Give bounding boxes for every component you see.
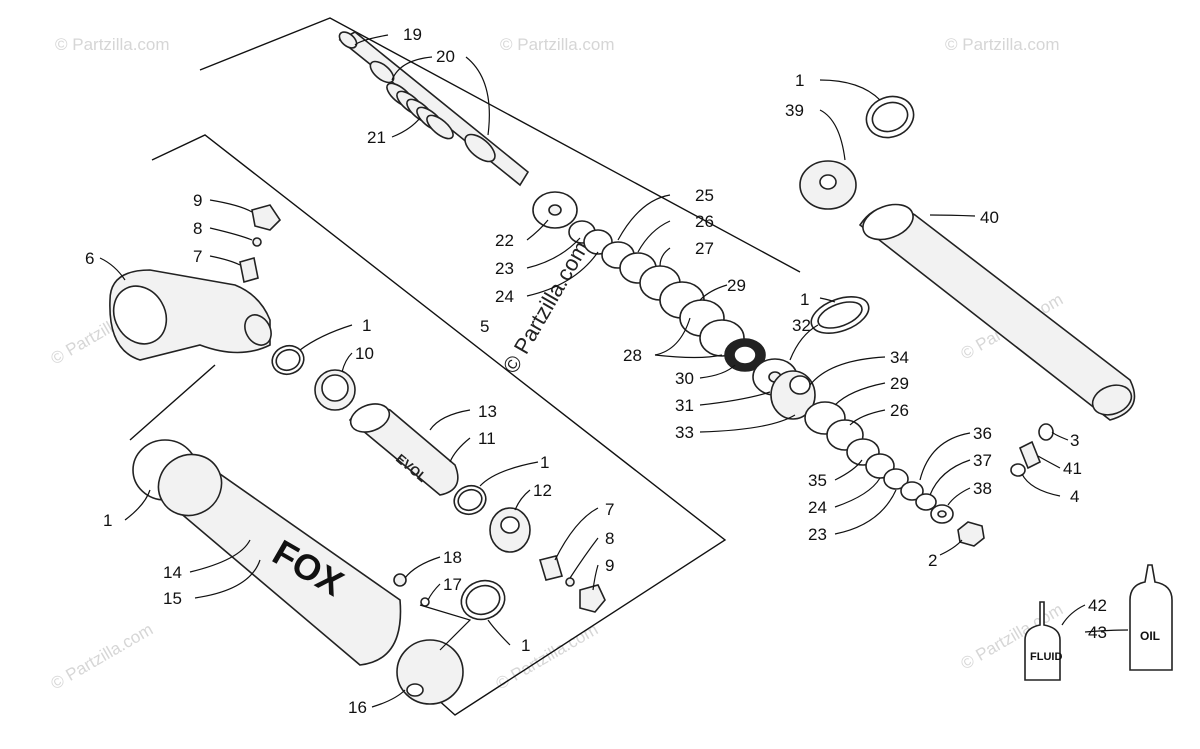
callout-24: 24 <box>808 498 827 517</box>
shaft-assembly <box>338 31 530 187</box>
shaft-group-frame <box>199 17 801 273</box>
callout-11: 11 <box>478 429 496 448</box>
shock-body-end <box>109 269 272 361</box>
watermark: © Partzilla.com <box>500 35 615 54</box>
body-group-frame-left <box>129 364 216 441</box>
callout-40: 40 <box>980 208 999 227</box>
callout-28: 28 <box>623 346 642 365</box>
callout-7: 7 <box>605 500 614 519</box>
callout-39: 39 <box>785 101 804 120</box>
cap-9b <box>579 584 606 613</box>
callout-1: 1 <box>521 636 530 655</box>
callout-41: 41 <box>1063 459 1082 478</box>
callout-1: 1 <box>362 316 371 335</box>
oring-8b <box>565 577 575 587</box>
callout-36: 36 <box>973 424 992 443</box>
callout-19: 19 <box>403 25 422 44</box>
pin-18 <box>393 573 407 587</box>
callout-33: 33 <box>675 423 694 442</box>
callout-23: 23 <box>495 259 514 278</box>
watermark: © Partzilla.com <box>945 35 1060 54</box>
callout-37: 37 <box>973 451 992 470</box>
shock-body: FOX <box>132 439 402 666</box>
callout-5: 5 <box>480 317 489 336</box>
shaft-thread-end <box>338 31 358 49</box>
oring-8a <box>252 237 262 247</box>
callout-1: 1 <box>540 453 549 472</box>
callout-26: 26 <box>890 401 909 420</box>
callout-23: 23 <box>808 525 827 544</box>
callout-9: 9 <box>605 556 614 575</box>
valve-7b <box>538 555 564 581</box>
callout-42: 42 <box>1088 596 1107 615</box>
callout-38: 38 <box>973 479 992 498</box>
fluid-label: FLUID <box>1030 651 1062 663</box>
cap-9a <box>251 204 282 231</box>
leader-lines <box>99 34 1129 708</box>
callout-4: 4 <box>1070 487 1079 506</box>
callout-26: 26 <box>695 212 714 231</box>
callout-1: 1 <box>103 511 112 530</box>
callout-35: 35 <box>808 471 827 490</box>
shim-37 <box>915 493 937 511</box>
callout-13: 13 <box>478 402 497 421</box>
callout-6: 6 <box>85 249 94 268</box>
callout-32: 32 <box>792 316 811 335</box>
shim-stack <box>532 191 798 396</box>
callout-8: 8 <box>193 219 202 238</box>
nut-2 <box>957 521 985 547</box>
watermark: © Partzilla.com <box>48 620 157 694</box>
shim-36 <box>900 481 924 501</box>
oil-label: OIL <box>1140 629 1160 643</box>
reservoir <box>799 95 1136 421</box>
callout-29: 29 <box>727 276 746 295</box>
callout-8: 8 <box>605 529 614 548</box>
end-cap-16 <box>396 639 464 705</box>
valve-cap-3 <box>1038 423 1054 441</box>
body-group-frame <box>151 134 727 716</box>
callout-9: 9 <box>193 191 202 210</box>
fluid-bottle: FLUID <box>1024 601 1062 681</box>
shaft-spring <box>386 82 454 140</box>
callout-3: 3 <box>1070 431 1079 450</box>
callout-20: 20 <box>436 47 455 66</box>
callout-12: 12 <box>533 481 552 500</box>
callout-22: 22 <box>495 231 514 250</box>
callout-15: 15 <box>163 589 182 608</box>
callout-1: 1 <box>800 290 809 309</box>
piston <box>770 370 816 420</box>
watermarks: © Partzilla.com © Partzilla.com © Partzi… <box>48 35 1067 693</box>
callouts: 19 20 21 22 23 24 25 26 27 29 28 30 31 3… <box>85 25 1107 717</box>
callout-25: 25 <box>695 186 714 205</box>
callout-14: 14 <box>163 563 182 582</box>
shaft-collar <box>464 133 496 163</box>
callout-21: 21 <box>367 128 386 147</box>
callout-1: 1 <box>795 71 804 90</box>
callout-27: 27 <box>695 239 714 258</box>
valve-7a <box>239 256 259 284</box>
center-watermark: © Partzilla.com <box>498 237 594 378</box>
callout-30: 30 <box>675 369 694 388</box>
valve-core-41 <box>1018 440 1042 470</box>
lower-shim-stack <box>804 401 985 547</box>
callout-24: 24 <box>495 287 514 306</box>
callout-29: 29 <box>890 374 909 393</box>
callout-18: 18 <box>443 548 462 567</box>
watermark: © Partzilla.com <box>55 35 170 54</box>
callout-34: 34 <box>890 348 909 367</box>
oil-bottle: OIL <box>1129 564 1173 671</box>
callout-7: 7 <box>193 247 202 266</box>
callout-2: 2 <box>928 551 937 570</box>
piston-shaft <box>338 31 530 187</box>
ball-4 <box>1010 463 1026 477</box>
callout-31: 31 <box>675 396 694 415</box>
callout-16: 16 <box>348 698 367 717</box>
callout-17: 17 <box>443 575 462 594</box>
shaft-collar-top <box>369 60 395 84</box>
callout-10: 10 <box>355 344 374 363</box>
callout-43: 43 <box>1088 623 1107 642</box>
shim-23b <box>883 468 909 490</box>
